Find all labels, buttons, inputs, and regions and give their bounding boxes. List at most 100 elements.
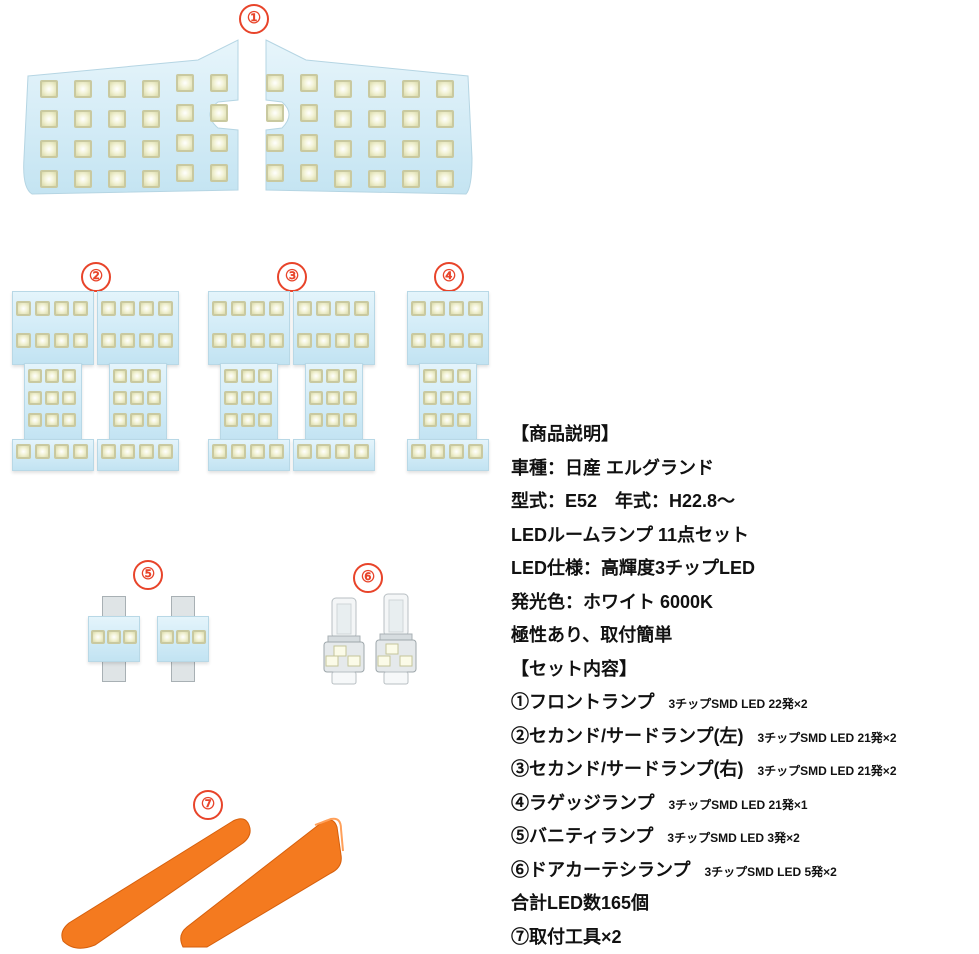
led-chip — [354, 333, 369, 348]
led-chip — [368, 80, 386, 98]
led-chip — [101, 333, 116, 348]
t10-bulb-left — [318, 596, 370, 688]
led-chip — [107, 630, 121, 644]
led-chip — [457, 369, 471, 383]
led-chip — [212, 333, 227, 348]
led-chip — [334, 170, 352, 188]
info-car: 車種：日産 エルグランド — [511, 452, 979, 486]
led-chip — [430, 301, 445, 316]
led-chip — [368, 110, 386, 128]
led-chip — [326, 391, 340, 405]
led-chip — [440, 369, 454, 383]
info-color: 発光色：ホワイト 6000K — [511, 586, 979, 620]
led-chip — [436, 80, 454, 98]
led-chip — [436, 110, 454, 128]
led-chip — [176, 74, 194, 92]
led-chip — [74, 170, 92, 188]
led-chip — [108, 80, 126, 98]
led-chip — [423, 369, 437, 383]
led-chip — [113, 413, 127, 427]
led-chip — [113, 391, 127, 405]
led-chip — [368, 170, 386, 188]
led-chip — [316, 333, 331, 348]
led-chip — [113, 369, 127, 383]
pry-tools — [55, 815, 365, 949]
badge-6: ⑥ — [353, 563, 383, 593]
led-chip — [73, 333, 88, 348]
led-chip — [250, 444, 265, 459]
led-chip — [147, 413, 161, 427]
led-chip — [335, 333, 350, 348]
led-chip — [210, 74, 228, 92]
led-chip — [411, 333, 426, 348]
led-chip — [40, 140, 58, 158]
led-chip — [158, 333, 173, 348]
led-chip — [16, 444, 31, 459]
led-chip — [300, 74, 318, 92]
led-chip — [468, 333, 483, 348]
info-heading: 【商品説明】 — [511, 418, 979, 452]
led-chip — [192, 630, 206, 644]
led-chip — [108, 110, 126, 128]
led-chip — [158, 301, 173, 316]
led-chip — [402, 110, 420, 128]
t10-bulb-right — [370, 592, 422, 688]
badge-3: ③ — [277, 262, 307, 292]
led-chip — [423, 413, 437, 427]
led-chip — [241, 391, 255, 405]
led-chip — [402, 170, 420, 188]
led-chip — [436, 140, 454, 158]
led-chip — [74, 140, 92, 158]
led-chip — [440, 413, 454, 427]
led-chip — [176, 164, 194, 182]
led-chip — [35, 301, 50, 316]
led-chip — [449, 444, 464, 459]
led-chip — [269, 333, 284, 348]
led-chip — [142, 170, 160, 188]
led-chip — [343, 369, 357, 383]
led-chip — [266, 134, 284, 152]
led-chip — [326, 413, 340, 427]
led-chip — [258, 391, 272, 405]
badge-5: ⑤ — [133, 560, 163, 590]
led-chip — [45, 391, 59, 405]
led-chip — [120, 301, 135, 316]
led-chip — [343, 413, 357, 427]
led-chip — [28, 413, 42, 427]
led-chip — [309, 391, 323, 405]
badge-4: ④ — [434, 262, 464, 292]
led-chip — [316, 301, 331, 316]
led-chip — [269, 301, 284, 316]
led-chip — [266, 104, 284, 122]
led-chip — [120, 444, 135, 459]
led-chip — [160, 630, 174, 644]
led-chip — [54, 444, 69, 459]
led-chip — [35, 444, 50, 459]
led-chip — [62, 391, 76, 405]
info-item: ③セカンド/サードランプ(右)3チップSMD LED 21発×2 — [511, 753, 979, 787]
led-chip — [130, 391, 144, 405]
product-info: 【商品説明】 車種：日産 エルグランド 型式：E52 年式：H22.8～ LED… — [511, 418, 979, 954]
led-chip — [300, 134, 318, 152]
led-chip — [176, 104, 194, 122]
led-chip — [158, 444, 173, 459]
led-chip — [326, 369, 340, 383]
led-chip — [423, 391, 437, 405]
led-chip — [54, 301, 69, 316]
led-chip — [147, 391, 161, 405]
led-chip — [449, 333, 464, 348]
led-chip — [73, 301, 88, 316]
led-chip — [300, 104, 318, 122]
led-chip — [266, 164, 284, 182]
led-chip — [368, 140, 386, 158]
led-chip — [266, 74, 284, 92]
led-chip — [139, 301, 154, 316]
led-chip — [40, 170, 58, 188]
led-chip — [343, 391, 357, 405]
led-chip — [108, 140, 126, 158]
led-chip — [176, 630, 190, 644]
led-chip — [297, 301, 312, 316]
led-chip — [468, 444, 483, 459]
